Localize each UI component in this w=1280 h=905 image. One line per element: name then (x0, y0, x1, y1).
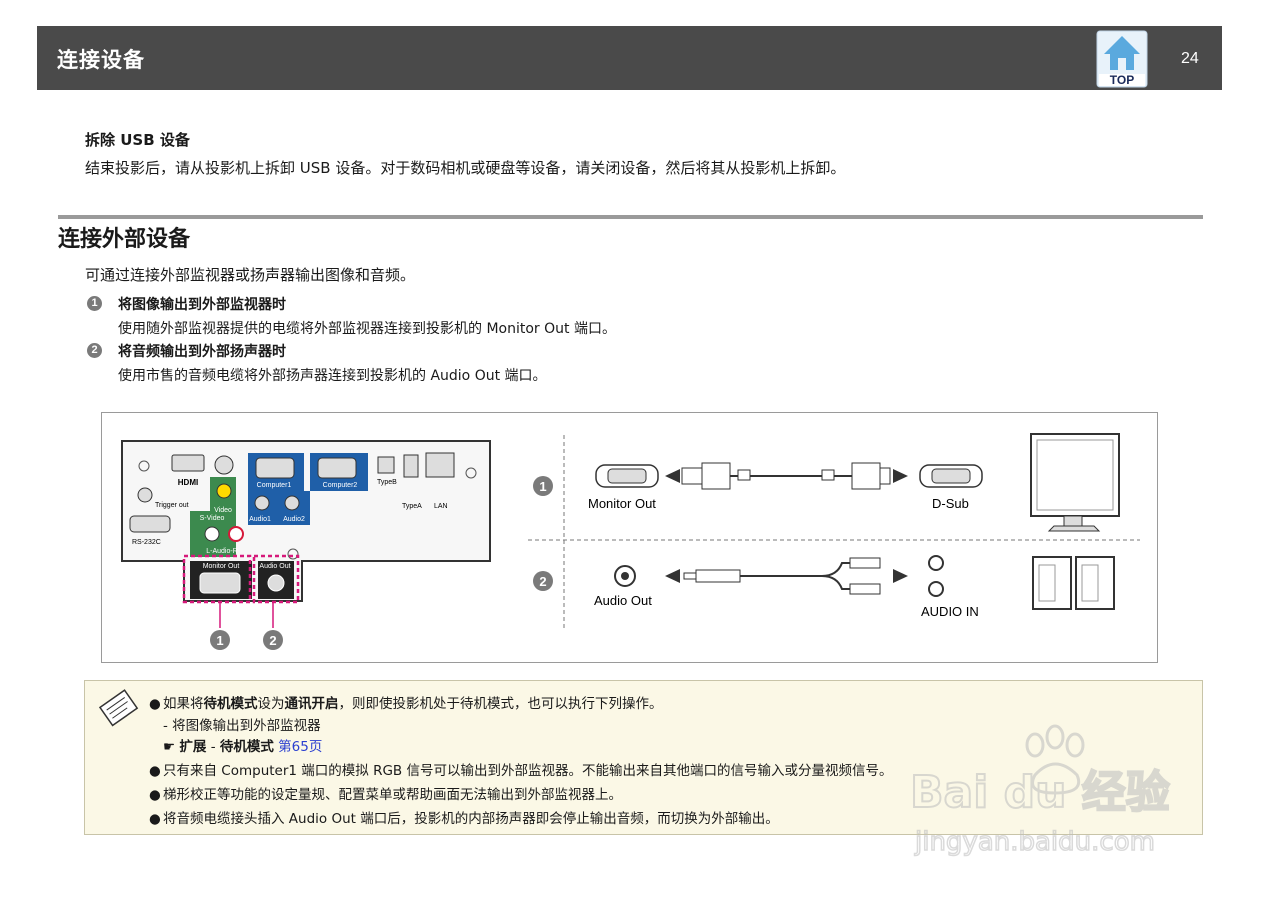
header-bar: 连接设备 TOP 24 (37, 26, 1222, 90)
diagram2-number: 2 (539, 574, 546, 589)
item-text-1: 使用随外部监视器提供的电缆将外部监视器连接到投影机的 Monitor Out 端… (118, 321, 616, 337)
page-link[interactable]: 第65页 (278, 739, 323, 755)
item-number-1: 1 (87, 296, 102, 311)
remove-usb-text: 结束投影后，请从投影机上拆卸 USB 设备。对于数码相机或硬盘等设备，请关闭设备… (85, 159, 846, 177)
baidu-watermark-logo: Bai du 经验 jingyan.baidu.com (909, 724, 1171, 858)
audio-lr-label: L-Audio-R (206, 548, 238, 555)
diagram2-left-label: Audio Out (594, 593, 652, 608)
top-label: TOP (1110, 73, 1134, 87)
callout-1: 1 (216, 633, 223, 648)
audio1-label: Audio1 (249, 516, 271, 523)
computer1-label: Computer1 (257, 482, 292, 489)
item-number-2: 2 (87, 343, 102, 358)
note-reference: ☛ 扩展 - 待机模式 第65页 (163, 739, 323, 755)
note-box: ●如果将待机模式设为通讯开启，则即使投影机处于待机模式，也可以执行下列操作。 -… (84, 680, 1203, 835)
video-label: Video (214, 507, 232, 514)
note-item-keystone: ●梯形校正等功能的设定量规、配置菜单或帮助画面无法输出到外部监视器上。 (149, 787, 622, 803)
section-title: 连接外部设备 (58, 227, 191, 252)
monitor-out-port-label: Monitor Out (203, 563, 240, 570)
diagram1-right-label: D-Sub (932, 496, 969, 511)
section-intro: 可通过连接外部监视器或扬声器输出图像和音频。 (85, 266, 416, 284)
note-item-computer1: ●只有来自 Computer1 端口的模拟 RGB 信号可以输出到外部监视器。不… (149, 763, 893, 779)
diagram1-left-label: Monitor Out (588, 496, 656, 511)
item-heading-1: 将图像输出到外部监视器时 (118, 297, 286, 313)
speaker-connection-diagram: 2 Audio Out AUDIO IN (533, 555, 1115, 619)
audio-out-port-label: Audio Out (259, 563, 290, 570)
lan-label: LAN (434, 503, 448, 510)
hdmi-label: HDMI (178, 478, 198, 487)
s-video-label: S-Video (200, 515, 225, 522)
type-b-label: TypeB (377, 479, 397, 486)
type-a-label: TypeA (402, 503, 422, 510)
note-item-audio-out: ●将音频电缆接头插入 Audio Out 端口后，投影机的内部扬声器即会停止输出… (149, 811, 779, 827)
callout-2: 2 (269, 633, 276, 648)
page-title: 连接设备 (57, 48, 145, 72)
note-subitem-monitor: - 将图像输出到外部监视器 (163, 718, 321, 734)
watermark-url: jingyan.baidu.com (914, 827, 1155, 857)
note-item-standby: ●如果将待机模式设为通讯开启，则即使投影机处于待机模式，也可以执行下列操作。 (149, 696, 663, 712)
top-home-icon: TOP (1096, 30, 1148, 88)
monitor-connection-diagram: 1 Monitor Out D-Sub (533, 433, 1120, 532)
item-text-2: 使用市售的音频电缆将外部扬声器连接到投影机的 Audio Out 端口。 (118, 368, 547, 384)
top-button[interactable]: TOP (1096, 30, 1148, 88)
page-number: 24 (1181, 50, 1199, 67)
diagram1-number: 1 (539, 479, 546, 494)
pointing-hand-icon: ☛ (163, 739, 180, 755)
rs232c-label: RS-232C (132, 539, 161, 546)
remove-usb-title: 拆除 USB 设备 (85, 131, 190, 149)
diagram2-right-label: AUDIO IN (921, 604, 979, 619)
connection-figure: HDMI Trigger out RS-232C Video S-Video L… (101, 412, 1158, 663)
projector-rear-panel: HDMI Trigger out RS-232C Video S-Video L… (121, 440, 491, 650)
computer2-label: Computer2 (323, 482, 358, 489)
section-divider (58, 215, 1203, 219)
audio2-label: Audio2 (283, 516, 305, 523)
note-pencil-icon (98, 689, 139, 727)
item-heading-2: 将音频输出到外部扬声器时 (118, 344, 286, 360)
trigger-out-label: Trigger out (155, 502, 189, 509)
watermark-brand: Bai du 经验 (910, 767, 1170, 818)
